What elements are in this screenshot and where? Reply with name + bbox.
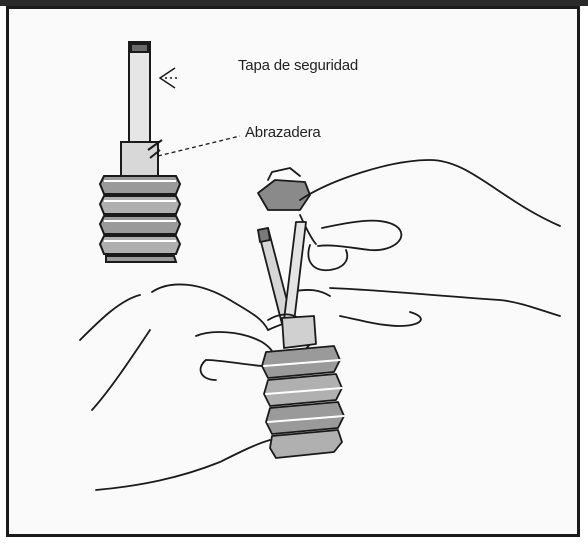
safety-cap-label: Tapa de seguridad (238, 57, 358, 74)
clamp-leader-line (158, 136, 240, 156)
indicator-arrow-icon (160, 68, 178, 88)
upright-bottle-icon (100, 42, 180, 262)
clamp-label: Abrazadera (245, 124, 321, 141)
